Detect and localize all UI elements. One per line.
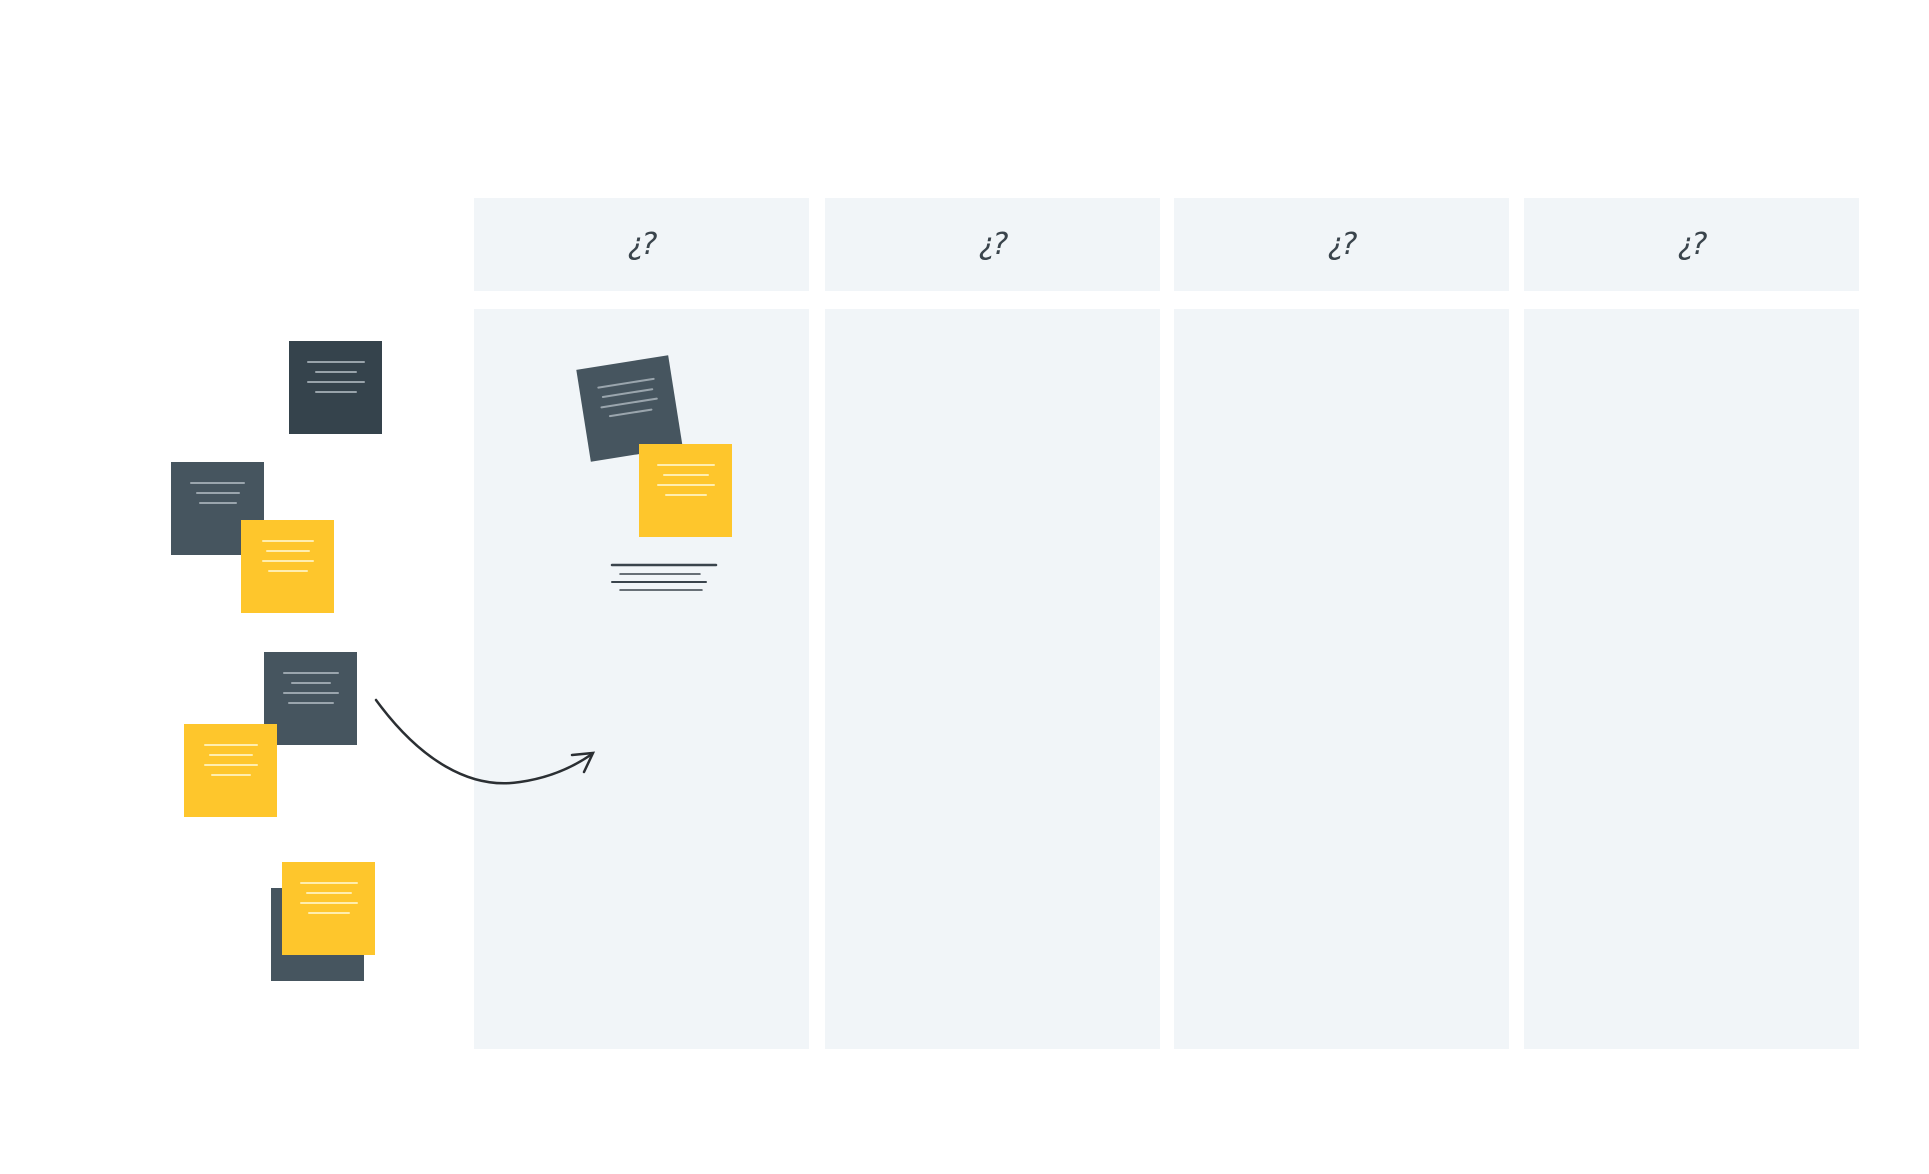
sticky-note-icon (289, 341, 382, 434)
column-body-2 (825, 309, 1160, 1049)
sticky-note-icon (241, 520, 334, 613)
column-body-3 (1174, 309, 1509, 1049)
question-mark-icon: ¿? (627, 226, 658, 262)
question-mark-icon: ¿? (978, 226, 1009, 262)
column-header-4: ¿? (1524, 198, 1859, 291)
sticky-note-icon (264, 652, 357, 745)
sticky-note-icon (282, 862, 375, 955)
question-mark-icon: ¿? (1677, 226, 1708, 262)
column-header-3: ¿? (1174, 198, 1509, 291)
column-body-4 (1524, 309, 1859, 1049)
sticky-note-icon (184, 724, 277, 817)
column-header-2: ¿? (825, 198, 1160, 291)
column-header-1: ¿? (474, 198, 809, 291)
question-mark-icon: ¿? (1327, 226, 1358, 262)
sticky-note-icon (639, 444, 732, 537)
